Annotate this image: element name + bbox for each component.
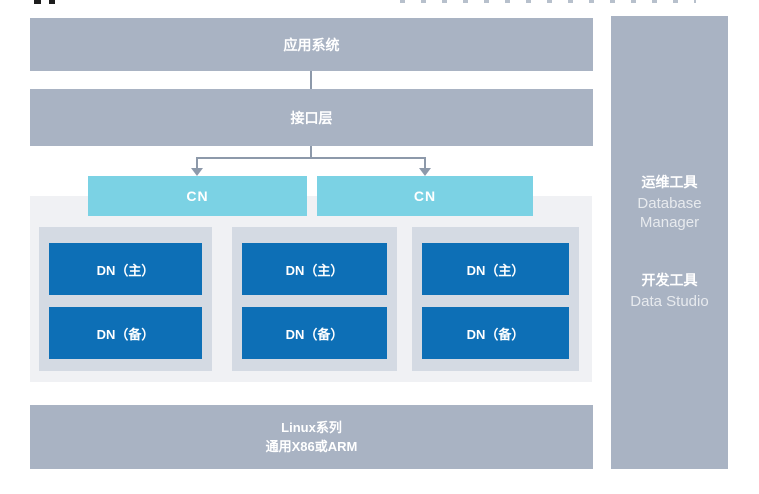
interface-layer-box: 接口层: [30, 89, 593, 146]
cn-node-label: CN: [186, 188, 209, 204]
connector-branch-line: [196, 157, 426, 159]
shard-group: DN（主） DN（备）: [232, 227, 397, 371]
dn-primary-box: DN（主）: [422, 243, 569, 295]
dn-standby-label: DN（备）: [285, 326, 344, 342]
arrow-shaft: [196, 157, 198, 169]
os-layer-box: Linux系列 通用X86或ARM: [30, 405, 593, 469]
dev-tool-title: 开发工具: [641, 272, 698, 288]
dev-tool-subtitle: Data Studio: [630, 293, 709, 310]
dn-standby-box: DN（备）: [49, 307, 202, 359]
cropped-text-fragment: [34, 0, 41, 4]
ops-tool-title: 运维工具: [641, 174, 698, 190]
connector-app-to-interface: [310, 71, 312, 89]
dn-primary-label: DN（主）: [96, 262, 155, 278]
dn-standby-box: DN（备）: [242, 307, 387, 359]
ops-tool-group: 运维工具 Database Manager: [611, 172, 728, 233]
os-layer-line1: Linux系列: [281, 419, 342, 435]
dn-standby-label: DN（备）: [466, 326, 525, 342]
arrow-down-icon: [191, 157, 203, 176]
os-layer-line2: 通用X86或ARM: [265, 439, 358, 454]
shard-group: DN（主） DN（备）: [412, 227, 579, 371]
cn-node-label: CN: [413, 188, 437, 204]
arrow-shaft: [424, 157, 426, 169]
cn-node-box: CN: [317, 176, 533, 216]
dn-primary-box: DN（主）: [242, 243, 387, 295]
tools-sidebar: 运维工具 Database Manager 开发工具 Data Studio: [611, 16, 728, 469]
dn-primary-label: DN（主）: [466, 262, 525, 278]
arrow-head: [191, 168, 203, 176]
arrow-head: [419, 168, 431, 176]
dev-tool-group: 开发工具 Data Studio: [611, 270, 728, 312]
application-layer-label: 应用系统: [283, 36, 340, 53]
ops-tool-subtitle: Database Manager: [637, 195, 702, 231]
dn-primary-label: DN（主）: [285, 262, 344, 278]
cn-node-box: CN: [88, 176, 307, 216]
shard-group: DN（主） DN（备）: [39, 227, 212, 371]
interface-layer-label: 接口层: [290, 109, 333, 126]
dn-standby-box: DN（备）: [422, 307, 569, 359]
cropped-text-fragment: [49, 0, 55, 4]
dn-standby-label: DN（备）: [96, 326, 155, 342]
arrow-down-icon: [419, 157, 431, 176]
dn-primary-box: DN（主）: [49, 243, 202, 295]
application-layer-box: 应用系统: [30, 18, 593, 71]
connector-stem: [310, 146, 312, 159]
cropped-text-dashes: [400, 0, 696, 3]
